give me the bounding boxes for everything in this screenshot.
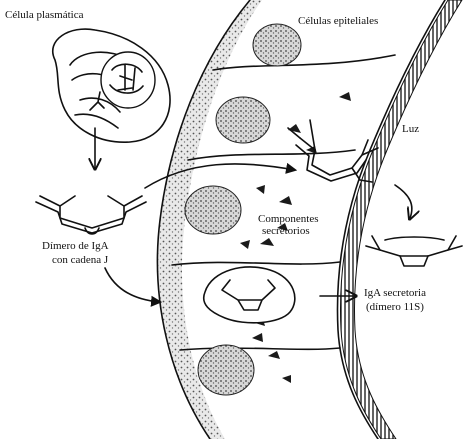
label-iga-dimer: Dímero de IgA <box>42 240 109 252</box>
epithelial-nucleus <box>253 24 301 66</box>
label-iga-dimer-2: con cadena J <box>52 254 109 266</box>
epithelial-nucleus <box>185 186 241 234</box>
brush-border <box>340 0 462 439</box>
plasma-cell <box>53 29 170 142</box>
label-epithelial-cells: Células epiteliales <box>298 15 378 27</box>
epithelial-nucleus <box>216 97 270 143</box>
label-secretory-components-2: secretorios <box>262 225 310 237</box>
label-secretory-components: Componentes <box>258 213 319 225</box>
epithelial-nucleus <box>198 345 254 395</box>
label-secretory-iga: IgA secretoria <box>364 287 426 299</box>
transport-vesicle <box>204 267 295 323</box>
label-secretory-iga-2: (dímero 11S) <box>366 301 424 313</box>
label-plasma-cell: Célula plasmática <box>5 9 84 21</box>
label-lumen: Luz <box>402 123 419 135</box>
iga-dimer <box>36 196 146 234</box>
secretory-iga <box>366 236 462 266</box>
